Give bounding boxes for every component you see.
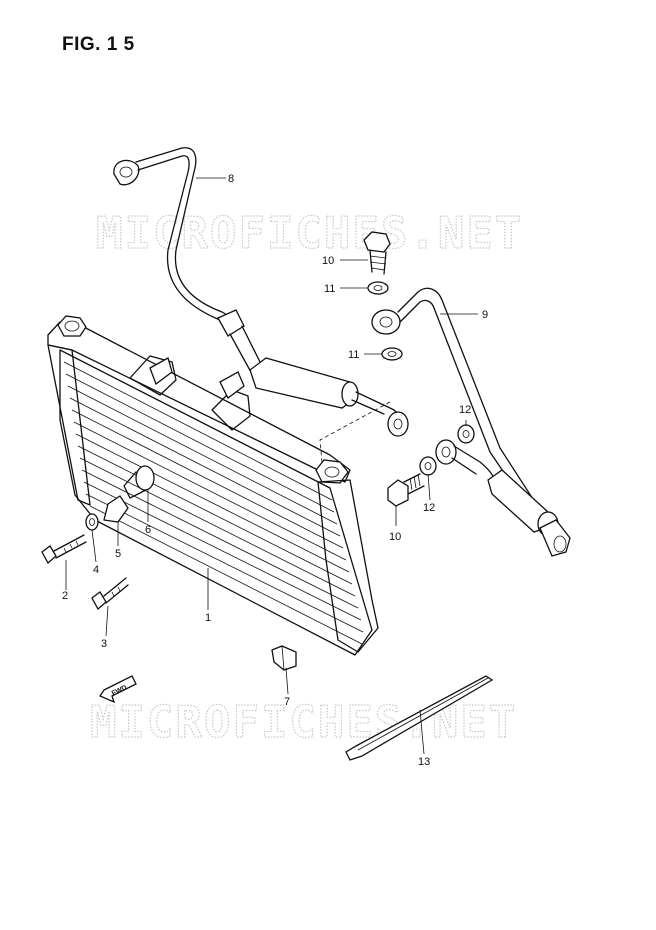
oil-hose-9 — [371, 287, 571, 557]
leader-lines — [65, 177, 478, 755]
callout-10-upper: 10 — [322, 255, 334, 267]
callout-10-lower: 10 — [389, 531, 401, 543]
callout-7: 7 — [284, 696, 290, 708]
callout-9: 9 — [482, 309, 488, 321]
clip-7 — [271, 645, 297, 671]
callout-3: 3 — [101, 638, 107, 650]
callout-6: 6 — [145, 524, 151, 536]
grommet-6 — [123, 357, 245, 499]
figure-title: FIG. 1 5 — [62, 34, 135, 55]
bolt-3 — [91, 577, 129, 611]
watermark-top: MICROFICHES.NET — [96, 208, 523, 259]
bolt-2 — [41, 534, 87, 565]
callout-12-upper: 12 — [459, 404, 471, 416]
callout-5: 5 — [115, 548, 121, 560]
washer-12-upper — [457, 424, 475, 444]
callout-12-lower: 12 — [423, 502, 435, 514]
collar-5 — [103, 495, 129, 523]
watermark-bottom: MICROFICHES.NET — [90, 697, 517, 748]
banjo-bolt-10-upper — [363, 231, 391, 275]
callout-1: 1 — [205, 612, 211, 624]
washer-4 — [85, 513, 99, 531]
band-13 — [345, 675, 494, 761]
washer-11-lower — [381, 347, 403, 361]
washer-12-lower — [419, 456, 437, 476]
banjo-bolt-10-lower — [387, 473, 425, 507]
oil-cooler-radiator — [47, 315, 379, 656]
washer-11-upper — [367, 281, 389, 295]
callout-2: 2 — [62, 590, 68, 602]
oil-hose-8 — [113, 147, 409, 437]
callout-8: 8 — [228, 173, 234, 185]
callout-13: 13 — [418, 756, 430, 768]
connection-line-8 — [319, 401, 391, 463]
callout-11-lower: 11 — [348, 349, 359, 361]
callout-11-upper: 11 — [324, 283, 335, 295]
callout-4: 4 — [93, 564, 99, 576]
